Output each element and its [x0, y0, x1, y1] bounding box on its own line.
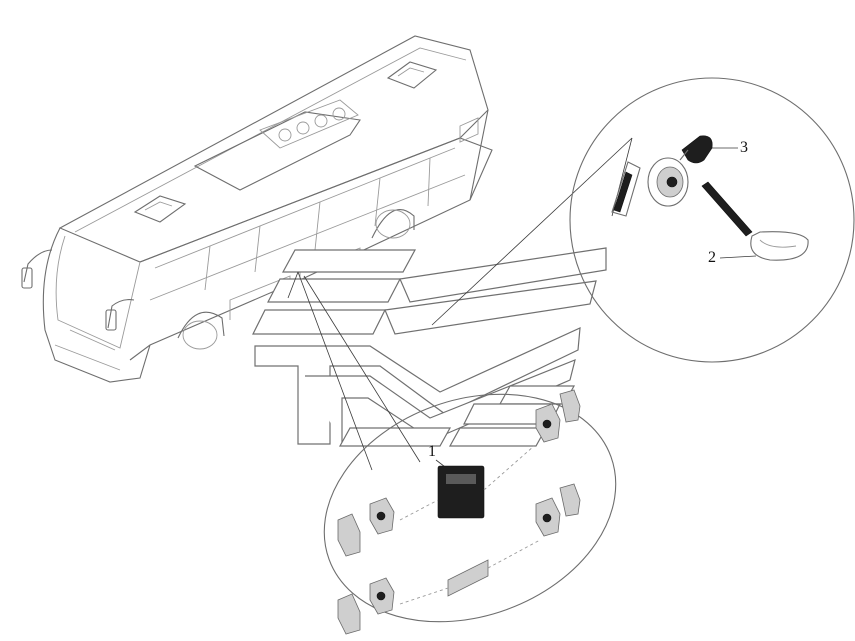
detail-ellipse-fixings: [323, 389, 617, 635]
chevron-logo: [252, 247, 607, 447]
callout-3: 3: [740, 139, 748, 156]
bus-illustration: [21, 35, 493, 383]
callout-2: 2: [708, 249, 716, 266]
callout-1: 1: [428, 443, 436, 460]
detail-circle-lock: [569, 77, 855, 363]
